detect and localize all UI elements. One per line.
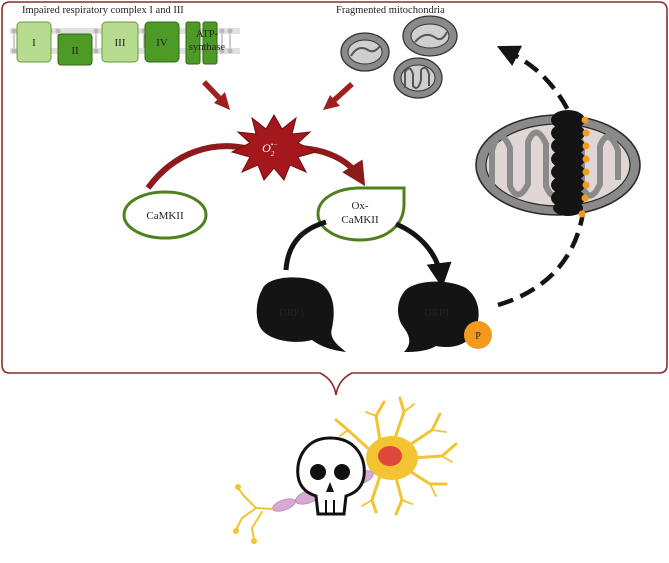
complex-I-label: I (32, 37, 36, 49)
complex-II-label: II (71, 45, 79, 57)
atp-synthase: ATP- synthase (185, 21, 226, 65)
camkii-to-superoxide-arc (145, 143, 246, 190)
drp1-left: DRP1 (256, 277, 346, 352)
ox-camkii-label-1: Ox- (351, 200, 368, 212)
oxcamkii-to-drp1-arrow (394, 221, 452, 288)
phosphate-label: P (475, 331, 481, 342)
ox-camkii-label-2: CaMKII (341, 214, 379, 226)
complex-III: III (101, 21, 139, 63)
complex-III-label: III (115, 37, 126, 49)
atp-synthase-label-1: ATP- (196, 29, 219, 40)
drp1-to-oxcamkii-arc (283, 219, 327, 271)
complex-II: II (57, 33, 93, 66)
frame-callout (1, 1, 668, 396)
fragmented-mitochondrion-2 (402, 15, 458, 57)
phosphate-group: P (464, 321, 492, 349)
fragmented-mitochondrion-3 (393, 57, 443, 99)
superoxide-burst (230, 113, 318, 181)
fragmented-label: Fragmented mitochondria (336, 5, 445, 16)
ros-arrow-right (323, 81, 354, 110)
drp1-right: DRP1 (398, 281, 479, 352)
drp1-left-label: DRP1 (279, 308, 305, 319)
drp1-right-label: DRP1 (424, 308, 450, 319)
ox-camkii-node: Ox- CaMKII (316, 186, 406, 242)
atp-synthase-label-2: synthase (189, 42, 226, 53)
camkii-node: CaMKII (122, 190, 208, 240)
skull-icon (296, 436, 366, 516)
ros-arrow-left (202, 80, 230, 110)
camkii-label: CaMKII (146, 210, 184, 222)
complex-IV: IV (144, 21, 180, 63)
complex-title: Impaired respiratory complex I and III (22, 5, 184, 16)
complex-I: I (16, 21, 52, 63)
neuron-cell (334, 396, 458, 516)
superoxide-symbol: O•−2 (262, 141, 278, 158)
fragmented-mitochondrion-1 (340, 32, 390, 72)
complex-IV-label: IV (156, 37, 168, 49)
mitochondrion-drp1-ring (475, 110, 641, 218)
